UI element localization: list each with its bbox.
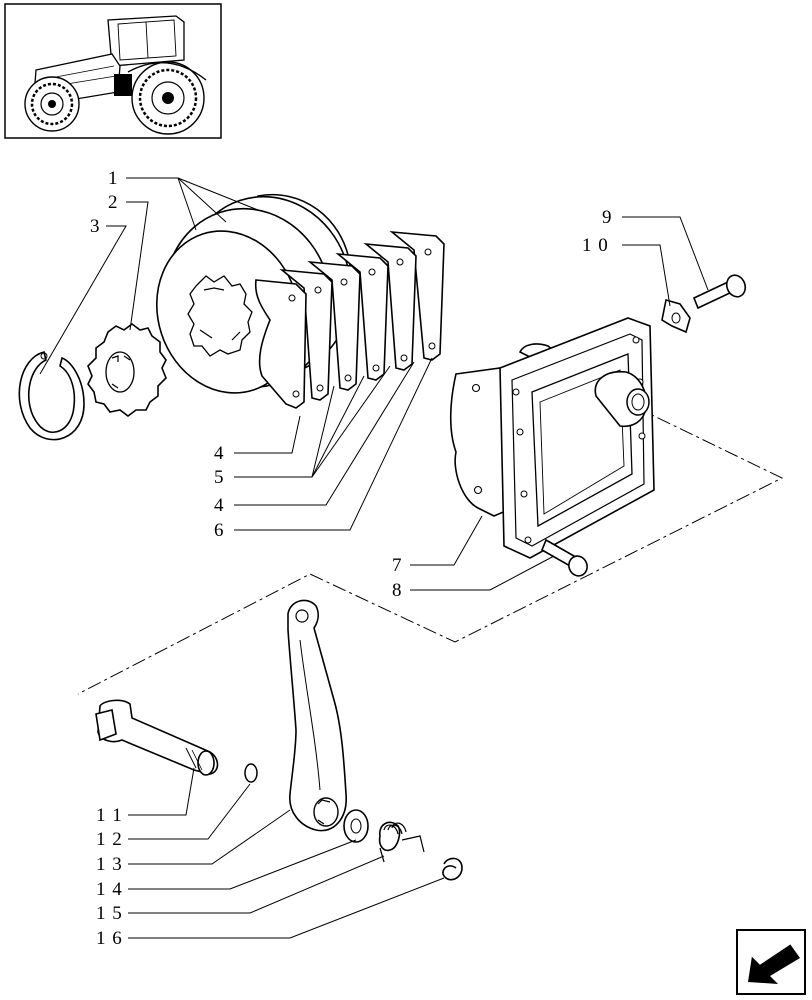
callout-12: 1 2	[96, 829, 123, 850]
part-washer	[343, 809, 369, 843]
callout-15: 1 5	[96, 903, 123, 924]
part-spring	[378, 821, 425, 863]
tractor-thumbnail	[4, 3, 222, 139]
callout-4a: 4	[214, 443, 225, 464]
callout-2: 2	[108, 192, 119, 213]
part-bolt-9	[692, 274, 747, 310]
part-cover-housing	[449, 317, 655, 559]
callout-4b: 4	[214, 495, 225, 516]
callout-8: 8	[392, 580, 403, 601]
part-tab-washer-10	[661, 298, 691, 334]
part-lever	[287, 599, 347, 832]
callout-labels: 1 2 3 4 5 4 6 7 8 9 1 0 1 1 1 2 1 3 1 4 …	[90, 168, 613, 949]
callout-14: 1 4	[96, 879, 123, 900]
callout-6: 6	[214, 520, 225, 541]
part-clip	[442, 857, 463, 881]
callout-1: 1	[108, 168, 119, 189]
callout-16: 1 6	[96, 928, 123, 949]
next-page-arrow-icon[interactable]	[736, 929, 806, 995]
callout-9: 9	[602, 207, 613, 228]
callout-13: 1 3	[96, 854, 123, 875]
callout-3: 3	[90, 216, 101, 237]
part-snap-ring	[18, 351, 85, 441]
callout-10: 1 0	[582, 235, 609, 256]
part-shaft	[95, 699, 219, 776]
callout-5: 5	[214, 467, 225, 488]
part-o-ring	[244, 763, 258, 783]
callout-11: 1 1	[96, 805, 123, 826]
part-bolt-8	[540, 538, 588, 577]
callout-7: 7	[392, 555, 403, 576]
part-splined-gear	[87, 323, 167, 417]
leader-lines	[39, 177, 709, 939]
part-plates	[254, 230, 445, 409]
centerline-box	[77, 384, 784, 695]
